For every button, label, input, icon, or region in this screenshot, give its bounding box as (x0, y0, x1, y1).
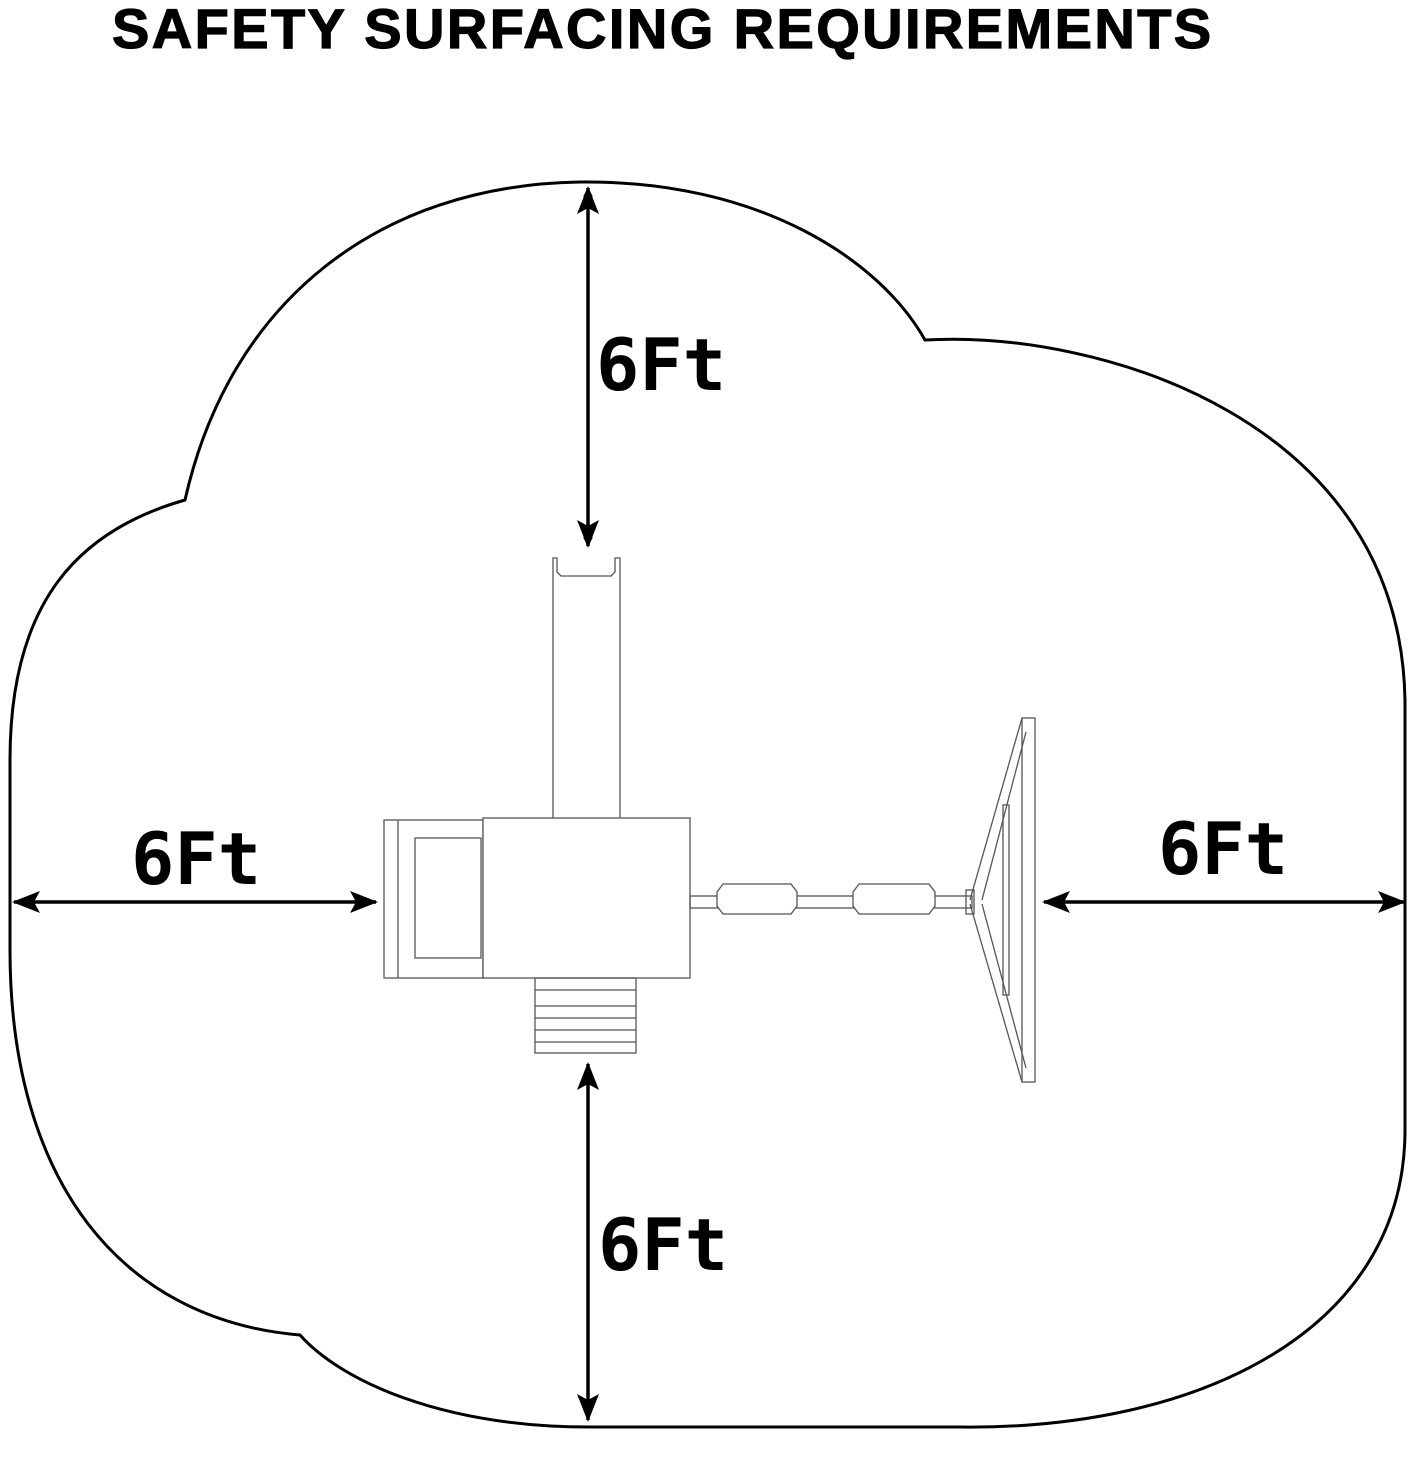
safety-zone-outline (8, 180, 1407, 1429)
left-clearance-label: 6Ft (131, 817, 261, 901)
arrowhead (1042, 891, 1070, 913)
arrowhead (577, 186, 599, 214)
arrowhead (12, 891, 40, 913)
side-panel (383, 819, 484, 979)
arrowhead (1378, 891, 1406, 913)
swing-seat (716, 883, 798, 915)
a-frame (965, 717, 1036, 1083)
arrowhead (577, 520, 599, 548)
top-clearance-label: 6Ft (596, 323, 726, 407)
steps (534, 977, 637, 1054)
slide (552, 557, 621, 818)
main-deck (482, 817, 691, 979)
arrowhead (577, 1394, 599, 1422)
bottom-clearance-label: 6Ft (598, 1203, 728, 1287)
arrowhead (577, 1062, 599, 1090)
playset-structure (383, 557, 1036, 1083)
swing-seat (852, 883, 936, 915)
swing-beam (689, 895, 973, 909)
arrowhead (350, 891, 378, 913)
right-clearance-label: 6Ft (1158, 807, 1288, 891)
diagram-title: SAFETY SURFACING REQUIREMENTS (111, 0, 1214, 61)
